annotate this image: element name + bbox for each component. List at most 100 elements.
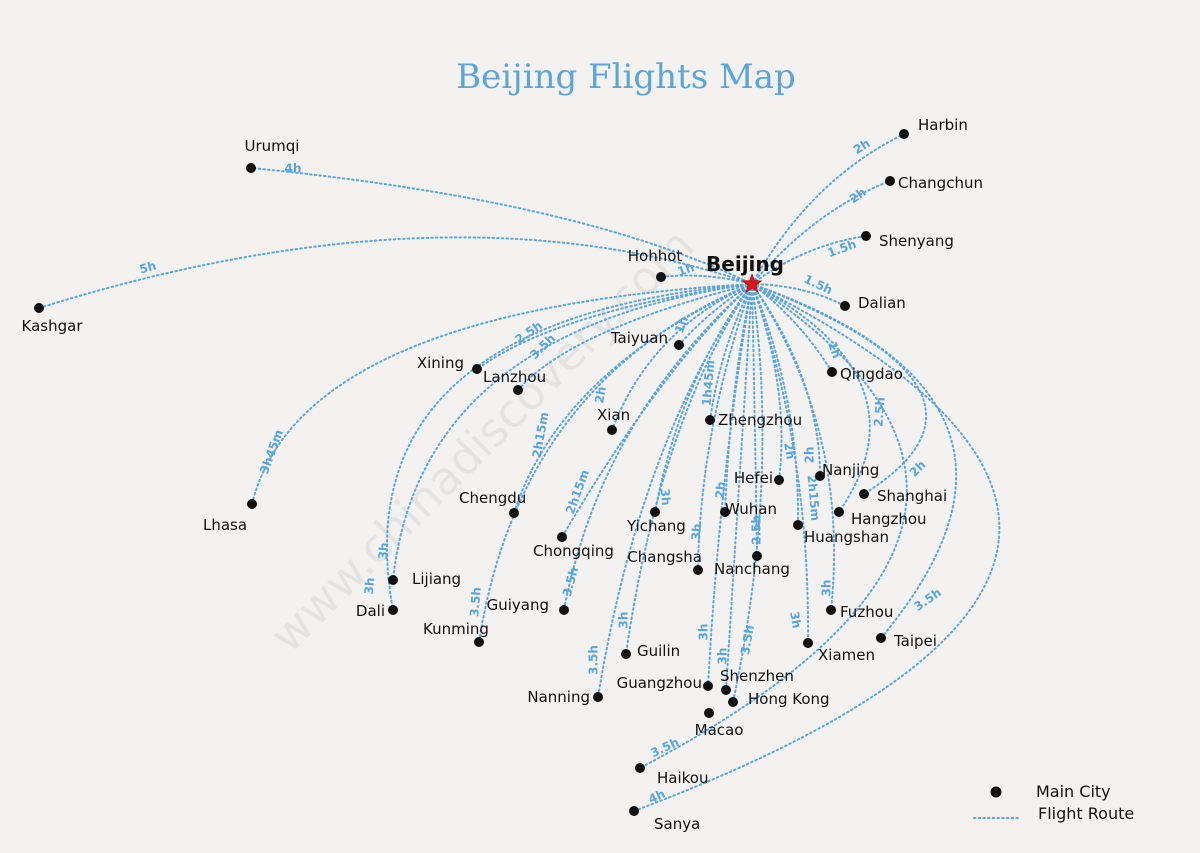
city-dot-hangzhou xyxy=(834,507,844,517)
route-duration-guilin: 3h xyxy=(617,612,631,629)
legend: Main City Flight Route xyxy=(973,782,1134,823)
route-line-shenzhen xyxy=(725,283,753,691)
city-dot-shanghai xyxy=(859,489,869,499)
city-dot-shenyang xyxy=(861,231,871,241)
city-dot-xian xyxy=(607,425,617,435)
route-duration-kunming: 3.5h xyxy=(467,586,484,617)
city-dot-lhasa xyxy=(247,499,257,509)
city-label-qingdao: Qingdao xyxy=(840,365,903,383)
city-dot-nanchang xyxy=(752,551,762,561)
city-dot-nanjing xyxy=(815,471,825,481)
city-label-wuhan: Wuhan xyxy=(725,500,777,518)
city-dot-hefei xyxy=(774,475,784,485)
city-label-yichang: Yichang xyxy=(626,517,686,535)
hub-layer: Beijing xyxy=(706,252,784,293)
city-dot-chongqing xyxy=(557,532,567,542)
route-duration-hangzhou: 2.5h xyxy=(871,396,888,427)
city-label-taipei: Taipei xyxy=(893,632,937,650)
legend-city-dot-icon xyxy=(990,786,1002,798)
city-label-changchun: Changchun xyxy=(898,174,983,192)
route-duration-changchun: 2h xyxy=(847,185,869,206)
city-label-urumqi: Urumqi xyxy=(245,137,300,155)
city-label-guangzhou: Guangzhou xyxy=(617,674,702,692)
city-label-kashgar: Kashgar xyxy=(22,317,84,335)
city-dot-shenzhen xyxy=(721,685,731,695)
city-dot-huangshan xyxy=(793,520,803,530)
route-line-zhengzhou xyxy=(709,283,753,421)
route-duration-huangshan: 2h15m xyxy=(805,474,823,521)
city-dot-lanzhou xyxy=(513,385,523,395)
city-dot-taiyuan xyxy=(674,340,684,350)
route-duration-zhengzhou: 1h45m xyxy=(700,359,718,406)
city-label-nanning: Nanning xyxy=(527,688,590,706)
route-line-sanya xyxy=(633,283,1001,812)
route-line-urumqi xyxy=(250,167,753,285)
route-duration-haikou: 3.5h xyxy=(648,735,681,760)
route-duration-kashgar: 5h xyxy=(138,259,158,277)
route-duration-hong-kong: 3.5h xyxy=(738,624,757,656)
city-dot-hohhot xyxy=(656,272,666,282)
route-duration-qingdao: 1h xyxy=(825,339,844,360)
route-line-taiyuan xyxy=(678,283,753,346)
city-dot-yichang xyxy=(650,507,660,517)
route-line-changsha xyxy=(697,283,753,571)
city-label-hefei: Hefei xyxy=(734,469,773,487)
city-label-chengdu: Chengdu xyxy=(459,489,526,507)
route-line-xiamen xyxy=(751,283,810,644)
route-line-guangzhou xyxy=(707,283,753,687)
route-duration-guiyang: 3.5h xyxy=(560,566,581,598)
route-line-fuzhou xyxy=(751,283,836,611)
route-duration-taiyuan: 1h xyxy=(672,314,691,335)
city-label-dalian: Dalian xyxy=(858,294,906,312)
route-line-chengdu xyxy=(513,283,753,514)
city-label-hong-kong: Hong Kong xyxy=(748,690,830,708)
route-duration-shenyang: 1.5h xyxy=(825,237,858,260)
route-duration-xiamen: 3h xyxy=(787,610,804,629)
route-duration-fuzhou: 3h xyxy=(820,580,834,597)
city-label-changsha: Changsha xyxy=(627,548,702,566)
city-dot-harbin xyxy=(899,129,909,139)
route-line-shanghai xyxy=(751,283,928,495)
city-label-huangshan: Huangshan xyxy=(804,528,889,546)
route-duration-dali: 3h xyxy=(362,577,377,595)
city-dot-taipei xyxy=(876,633,886,643)
city-dot-wuhan xyxy=(720,507,730,517)
city-label-harbin: Harbin xyxy=(918,116,968,134)
route-duration-lhasa: 3h45m xyxy=(257,428,286,476)
route-line-nanchang xyxy=(751,283,758,557)
city-label-nanjing: Nanjing xyxy=(822,461,879,479)
city-dot-dali xyxy=(388,605,398,615)
route-duration-changsha: 3h xyxy=(689,523,704,541)
route-line-huangshan xyxy=(751,283,800,526)
route-line-changchun xyxy=(751,180,891,285)
city-label-zhengzhou: Zhengzhou xyxy=(718,411,802,429)
city-dot-changsha xyxy=(693,565,703,575)
city-dot-haikou xyxy=(635,763,645,773)
legend-flight-route-label: Flight Route xyxy=(1038,804,1134,823)
route-line-shenyang xyxy=(751,235,867,285)
routes-layer xyxy=(38,133,1001,812)
city-dot-changchun xyxy=(885,176,895,186)
city-label-dali: Dali xyxy=(356,602,385,620)
route-line-qingdao xyxy=(751,283,833,373)
route-line-lanzhou xyxy=(517,283,753,391)
city-dot-lijiang xyxy=(388,575,398,585)
route-line-hohhot xyxy=(660,274,753,285)
city-label-lhasa: Lhasa xyxy=(203,516,247,534)
city-dot-zhengzhou xyxy=(705,415,715,425)
route-duration-urumqi: 4h xyxy=(285,162,302,176)
city-dot-qingdao xyxy=(827,367,837,377)
route-duration-chongqing: 2h15m xyxy=(563,468,592,516)
city-dot-kashgar xyxy=(34,303,44,313)
city-label-guilin: Guilin xyxy=(637,642,680,660)
city-label-kunming: Kunming xyxy=(423,620,489,638)
city-label-shenzhen: Shenzhen xyxy=(720,667,794,685)
route-duration-shanghai: 2h xyxy=(907,458,929,480)
city-label-hohhot: Hohhot xyxy=(628,247,683,265)
city-dot-kunming xyxy=(474,637,484,647)
route-line-xian xyxy=(611,283,753,431)
route-line-harbin xyxy=(751,133,905,285)
red-star-icon xyxy=(741,273,763,293)
